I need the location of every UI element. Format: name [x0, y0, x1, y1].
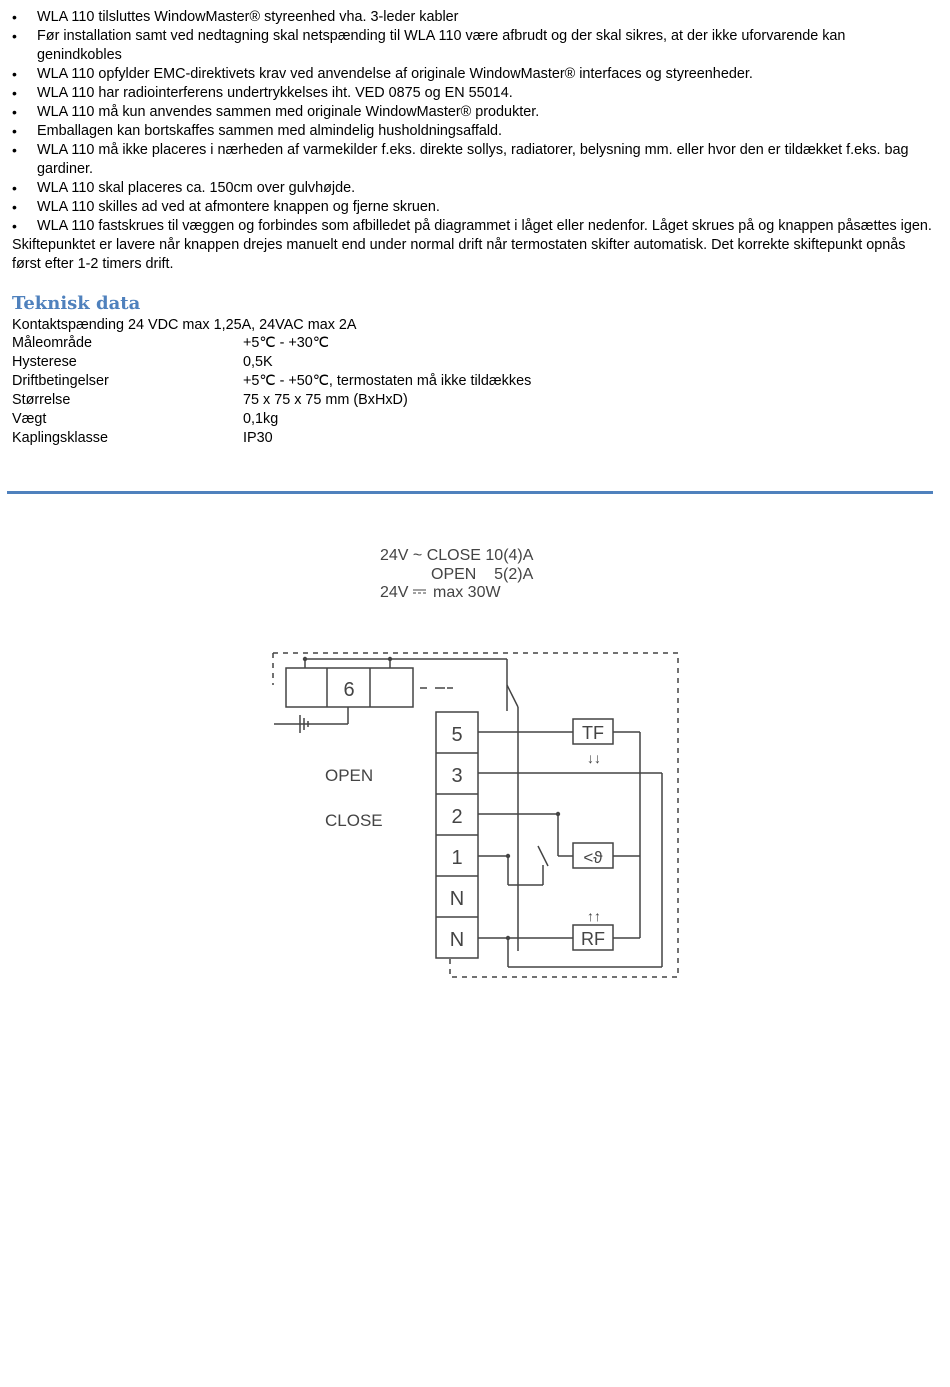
tf-box: [572, 718, 614, 745]
table-row: Driftbetingelser +5℃ - +50℃, termostaten…: [12, 372, 531, 391]
list-item: WLA 110 skal placeres ca. 150cm over gul…: [12, 179, 932, 198]
terminal-label: 2: [451, 806, 462, 828]
table-row: Hysterese 0,5K: [12, 353, 531, 372]
rating-close-text: 24V ~ CLOSE 10(4)A: [380, 547, 534, 564]
list-item: WLA 110 skilles ad ved at afmontere knap…: [12, 198, 932, 217]
spec-label: Måleområde: [12, 335, 92, 351]
list-item: WLA 110 opfylder EMC-direktivets krav ve…: [12, 65, 932, 84]
spec-value: +5℃ - +30℃: [243, 335, 329, 351]
list-item: WLA 110 fastskrues til væggen og forbind…: [12, 217, 932, 236]
terminal-label: N: [450, 888, 464, 910]
wiring-diagram-svg: 24V ~ CLOSE 10(4)A OPEN 5(2)A 24V max 30…: [272, 547, 679, 978]
wiring-diagram: 24V ~ CLOSE 10(4)A OPEN 5(2)A 24V max 30…: [260, 535, 700, 995]
junction-dots: [302, 656, 561, 941]
tf-label: TF: [582, 723, 604, 743]
contact-voltage-text: Kontaktspænding 24 VDC max 1,25A, 24VAC …: [12, 317, 357, 333]
switch-point-note: Skiftepunktet er lavere når knappen drej…: [12, 237, 906, 272]
sensor-box: [572, 842, 614, 869]
terminal-label: 3: [451, 765, 462, 787]
list-item: WLA 110 har radiointerferens undertrykke…: [12, 84, 932, 103]
down-arrows-icon: ↓↓: [587, 750, 601, 766]
installation-notes-list: WLA 110 tilsluttes WindowMaster® styreen…: [12, 8, 932, 236]
technical-data-heading: Teknisk data: [12, 293, 141, 314]
spec-label: Vægt: [12, 411, 47, 427]
spec-label: Kaplingsklasse: [12, 430, 108, 446]
list-item: WLA 110 tilsluttes WindowMaster® styreen…: [12, 8, 932, 27]
spec-value: 75 x 75 x 75 mm (BxHxD): [243, 392, 408, 408]
spec-label: Driftbetingelser: [12, 373, 109, 389]
table-row: Kaplingsklasse IP30: [12, 429, 531, 448]
technical-data-table: Måleområde +5℃ - +30℃ Hysterese 0,5K Dri…: [12, 334, 531, 448]
terminal-label: N: [450, 929, 464, 951]
terminal-label: 5: [451, 724, 462, 746]
rf-label: RF: [581, 929, 605, 949]
table-row: Vægt 0,1kg: [12, 410, 531, 429]
relay-block: [285, 667, 414, 708]
rating-dc-prefix: 24V: [380, 584, 409, 601]
spec-value: 0,1kg: [243, 411, 279, 427]
table-row: Måleområde +5℃ - +30℃: [12, 334, 531, 353]
terminal-label: 1: [451, 847, 462, 869]
list-item: Emballagen kan bortskaffes sammen med al…: [12, 122, 932, 141]
spec-value: 0,5K: [243, 354, 273, 370]
rating-open-text: OPEN 5(2)A: [431, 566, 534, 583]
spec-label: Hysterese: [12, 354, 77, 370]
section-divider: [7, 491, 933, 494]
spec-label: Størrelse: [12, 392, 71, 408]
list-item: WLA 110 må kun anvendes sammen med origi…: [12, 103, 932, 122]
enclosure-outline: [273, 652, 679, 978]
relay-number-label: 6: [343, 679, 354, 701]
spec-value: +5℃ - +50℃, termostaten må ikke tildække…: [243, 373, 532, 389]
spec-value: IP30: [243, 430, 273, 446]
dc-symbol-icon: [413, 589, 426, 594]
up-arrows-icon: ↑↑: [587, 908, 601, 924]
list-item: Før installation samt ved nedtagning ska…: [12, 27, 932, 65]
temperature-sensor-label: <ϑ: [583, 848, 603, 867]
open-label: OPEN: [325, 766, 373, 785]
list-item: WLA 110 må ikke placeres i nærheden af v…: [12, 141, 932, 179]
close-label: CLOSE: [325, 811, 383, 830]
rating-dc-suffix: max 30W: [433, 584, 501, 601]
rf-box: [572, 924, 614, 951]
table-row: Størrelse 75 x 75 x 75 mm (BxHxD): [12, 391, 531, 410]
